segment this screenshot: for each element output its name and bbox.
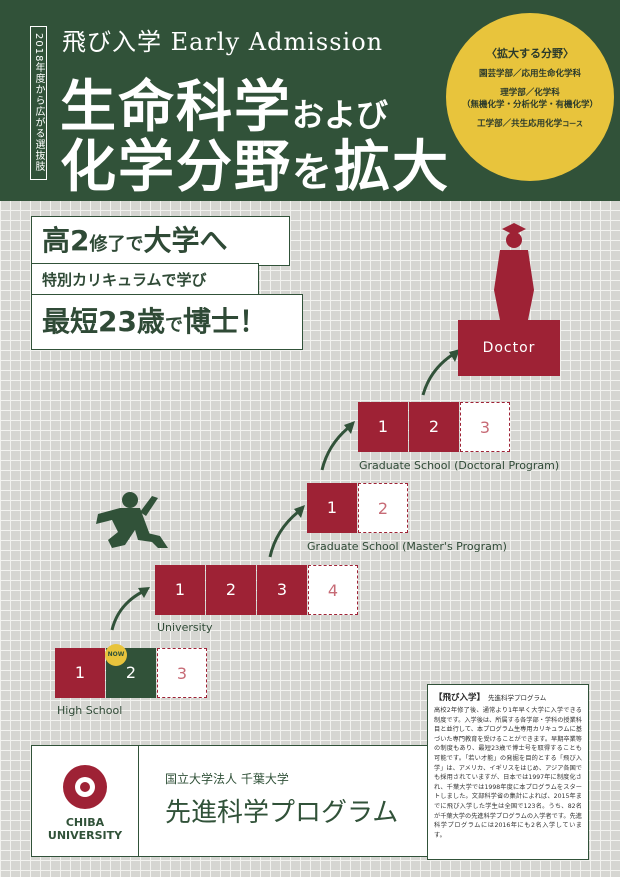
info-title: 【飛び入学】 先進科学プログラム bbox=[434, 691, 582, 703]
hs-year-1: 1 bbox=[55, 648, 105, 698]
slogan-text: 大学へ bbox=[143, 224, 228, 257]
university-emblem-icon bbox=[63, 765, 107, 809]
label-masters: Graduate School (Master's Program) bbox=[307, 540, 507, 553]
doctor-box: Doctor bbox=[458, 320, 560, 376]
now-badge: NOW bbox=[105, 644, 127, 666]
label-high-school: High School bbox=[57, 704, 123, 717]
doctoral-year-1: 1 bbox=[358, 402, 408, 452]
hs-year-3: 3 bbox=[157, 648, 207, 698]
info-body: 高校2年修了後、通常より1年早く大学に入学できる制度です。入学後は、所属する各学… bbox=[434, 707, 582, 839]
masters-year-2: 2 bbox=[358, 483, 408, 533]
info-box: 【飛び入学】 先進科学プログラム 高校2年修了後、通常より1年早く大学に入学でき… bbox=[427, 684, 589, 860]
arrowhead-icon bbox=[294, 505, 305, 518]
field-faculty: 園芸学部 bbox=[478, 69, 513, 79]
headline-life-science: 生命科学および bbox=[60, 62, 388, 143]
slogan-text: 最短23歳 bbox=[42, 305, 165, 338]
arrow-to-doctor bbox=[421, 353, 453, 396]
arrow-to-masters bbox=[268, 510, 299, 558]
slogan-text: 博士！ bbox=[182, 305, 267, 338]
header-band: 2018年度から広がる選抜肢 飛び入学 Early Admission 生命科学… bbox=[0, 0, 620, 201]
graduate-figure-icon bbox=[494, 223, 534, 320]
uni-year-2: 2 bbox=[206, 565, 256, 615]
uni-year-1: 1 bbox=[155, 565, 205, 615]
headline-chemistry-main: 化学分野 bbox=[60, 134, 292, 200]
arrowhead-icon bbox=[344, 421, 355, 434]
program-name: 先進科学プログラム bbox=[165, 798, 399, 828]
field-dept: 応用生命化学科 bbox=[521, 69, 582, 79]
logo-chiba: CHIBA bbox=[65, 816, 105, 829]
doctoral-year-2: 2 bbox=[409, 402, 459, 452]
arrowhead-icon bbox=[138, 587, 150, 598]
info-title-main: 【飛び入学】 bbox=[434, 693, 486, 703]
expanded-fields-badge: 〈拡大する分野〉 園芸学部／応用生命化学科 理学部／化学科 （無機化学・分析化学… bbox=[446, 13, 614, 181]
expanded-fields-title: 〈拡大する分野〉 bbox=[486, 47, 574, 60]
headline-wo: を bbox=[292, 149, 334, 196]
slogan-text: で bbox=[164, 315, 183, 336]
footer-box: CHIBA UNIVERSITY 国立大学法人 千葉大学 先進科学プログラム bbox=[31, 745, 431, 857]
arrow-to-doctoral bbox=[320, 426, 349, 471]
masters-year-1: 1 bbox=[307, 483, 357, 533]
field-dept: 共生応用化学 bbox=[511, 119, 563, 129]
field-horticulture: 園芸学部／応用生命化学科 bbox=[446, 68, 614, 80]
slogan-line-1: 高2修了で大学へ bbox=[31, 216, 290, 266]
field-sep: ／ bbox=[512, 69, 522, 79]
arrowhead-icon bbox=[449, 349, 460, 362]
field-extra: （無機化学・分析化学・有機化学） bbox=[461, 100, 598, 110]
field-extra: コース bbox=[562, 120, 583, 128]
jumping-person-icon bbox=[96, 492, 168, 548]
label-university: University bbox=[157, 621, 213, 634]
field-faculty: 理学部 bbox=[500, 88, 526, 98]
headline-chemistry: 化学分野を拡大 bbox=[60, 122, 450, 203]
headline-early-admission: 飛び入学 Early Admission bbox=[62, 28, 384, 56]
logo-university: UNIVERSITY bbox=[47, 829, 123, 842]
headline-and: および bbox=[292, 96, 389, 134]
vertical-tag: 2018年度から広がる選抜肢 bbox=[30, 26, 47, 180]
doctoral-year-3: 3 bbox=[460, 402, 510, 452]
uni-year-3: 3 bbox=[257, 565, 307, 615]
headline-life-science-main: 生命科学 bbox=[60, 74, 292, 140]
info-subtitle: 先進科学プログラム bbox=[487, 694, 547, 702]
label-doctoral: Graduate School (Doctoral Program) bbox=[359, 459, 560, 472]
field-sep: ／ bbox=[525, 88, 535, 98]
slogan-line-3: 最短23歳で博士！ bbox=[31, 294, 303, 350]
field-science: 理学部／化学科 （無機化学・分析化学・有機化学） bbox=[446, 87, 614, 111]
slogan-text: 高2 bbox=[42, 224, 90, 257]
slogan-text: 修了で bbox=[89, 234, 144, 255]
headline-expand: 拡大 bbox=[334, 134, 450, 200]
arrow-to-university bbox=[110, 590, 143, 631]
field-dept: 化学科 bbox=[534, 88, 560, 98]
university-name: 国立大学法人 千葉大学 bbox=[165, 772, 289, 786]
uni-year-4: 4 bbox=[308, 565, 358, 615]
field-engineering: 工学部／共生応用化学コース bbox=[446, 118, 614, 130]
chiba-university-logo: CHIBA UNIVERSITY bbox=[32, 746, 139, 856]
field-faculty: 工学部 bbox=[477, 119, 503, 129]
field-sep: ／ bbox=[502, 119, 512, 129]
